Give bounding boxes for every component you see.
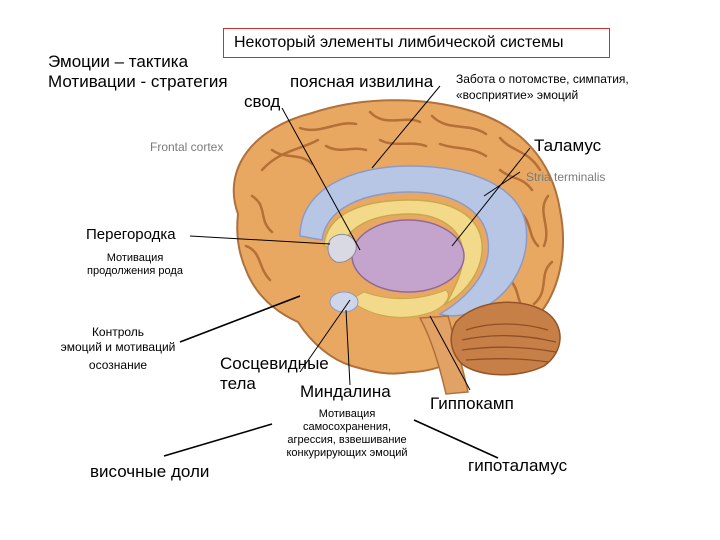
label-kontrol-3: осознание	[48, 358, 188, 373]
label-zabota-2: «восприятие» эмоций	[456, 88, 578, 102]
label-motiv-samo-3: агрессия, взвешивание	[272, 434, 422, 447]
label-visochnye: височные доли	[90, 462, 209, 482]
heading-line1: Эмоции – тактика	[48, 52, 188, 72]
label-peregorodka: Перегородка	[86, 226, 176, 244]
label-frontal-cortex: Frontal cortex	[150, 140, 223, 154]
label-motiv-samo-2: самосохранения,	[272, 421, 422, 434]
label-kontrol-2: эмоций и мотиваций	[48, 340, 188, 355]
label-zabota-1: Забота о потомстве, симпатия,	[456, 72, 629, 86]
arrow-kontrol	[180, 296, 300, 342]
label-gipotalamus: гипоталамус	[468, 456, 567, 476]
label-motiv-samo-4: конкурирующих эмоций	[272, 447, 422, 460]
label-motiv-samo-1: Мотивация	[272, 408, 422, 421]
label-poyasnaya: поясная извилина	[290, 72, 433, 92]
arrow-gipotalamus	[414, 420, 498, 458]
label-stria-terminalis: Stria terminalis	[526, 170, 605, 184]
thalamus	[352, 220, 464, 292]
label-soscevidnye-2: тела	[220, 374, 256, 394]
label-motiv-rod-1: Мотивация	[80, 252, 190, 265]
label-kontrol-1: Контроль	[48, 325, 188, 340]
label-talamus: Таламус	[534, 136, 601, 156]
label-gippokamp: Гиппокамп	[430, 394, 514, 414]
label-svod: свод	[244, 92, 280, 112]
arrow-visochnye	[164, 424, 272, 456]
label-mindalina: Миндалина	[300, 382, 391, 402]
title-box: Некоторый элементы лимбической системы	[223, 28, 610, 58]
heading-line2: Мотивации - стратегия	[48, 72, 228, 92]
label-soscevidnye-1: Сосцевидные	[220, 354, 329, 374]
title: Некоторый элементы лимбической системы	[234, 34, 563, 52]
label-motiv-rod-2: продолжения рода	[80, 265, 190, 278]
